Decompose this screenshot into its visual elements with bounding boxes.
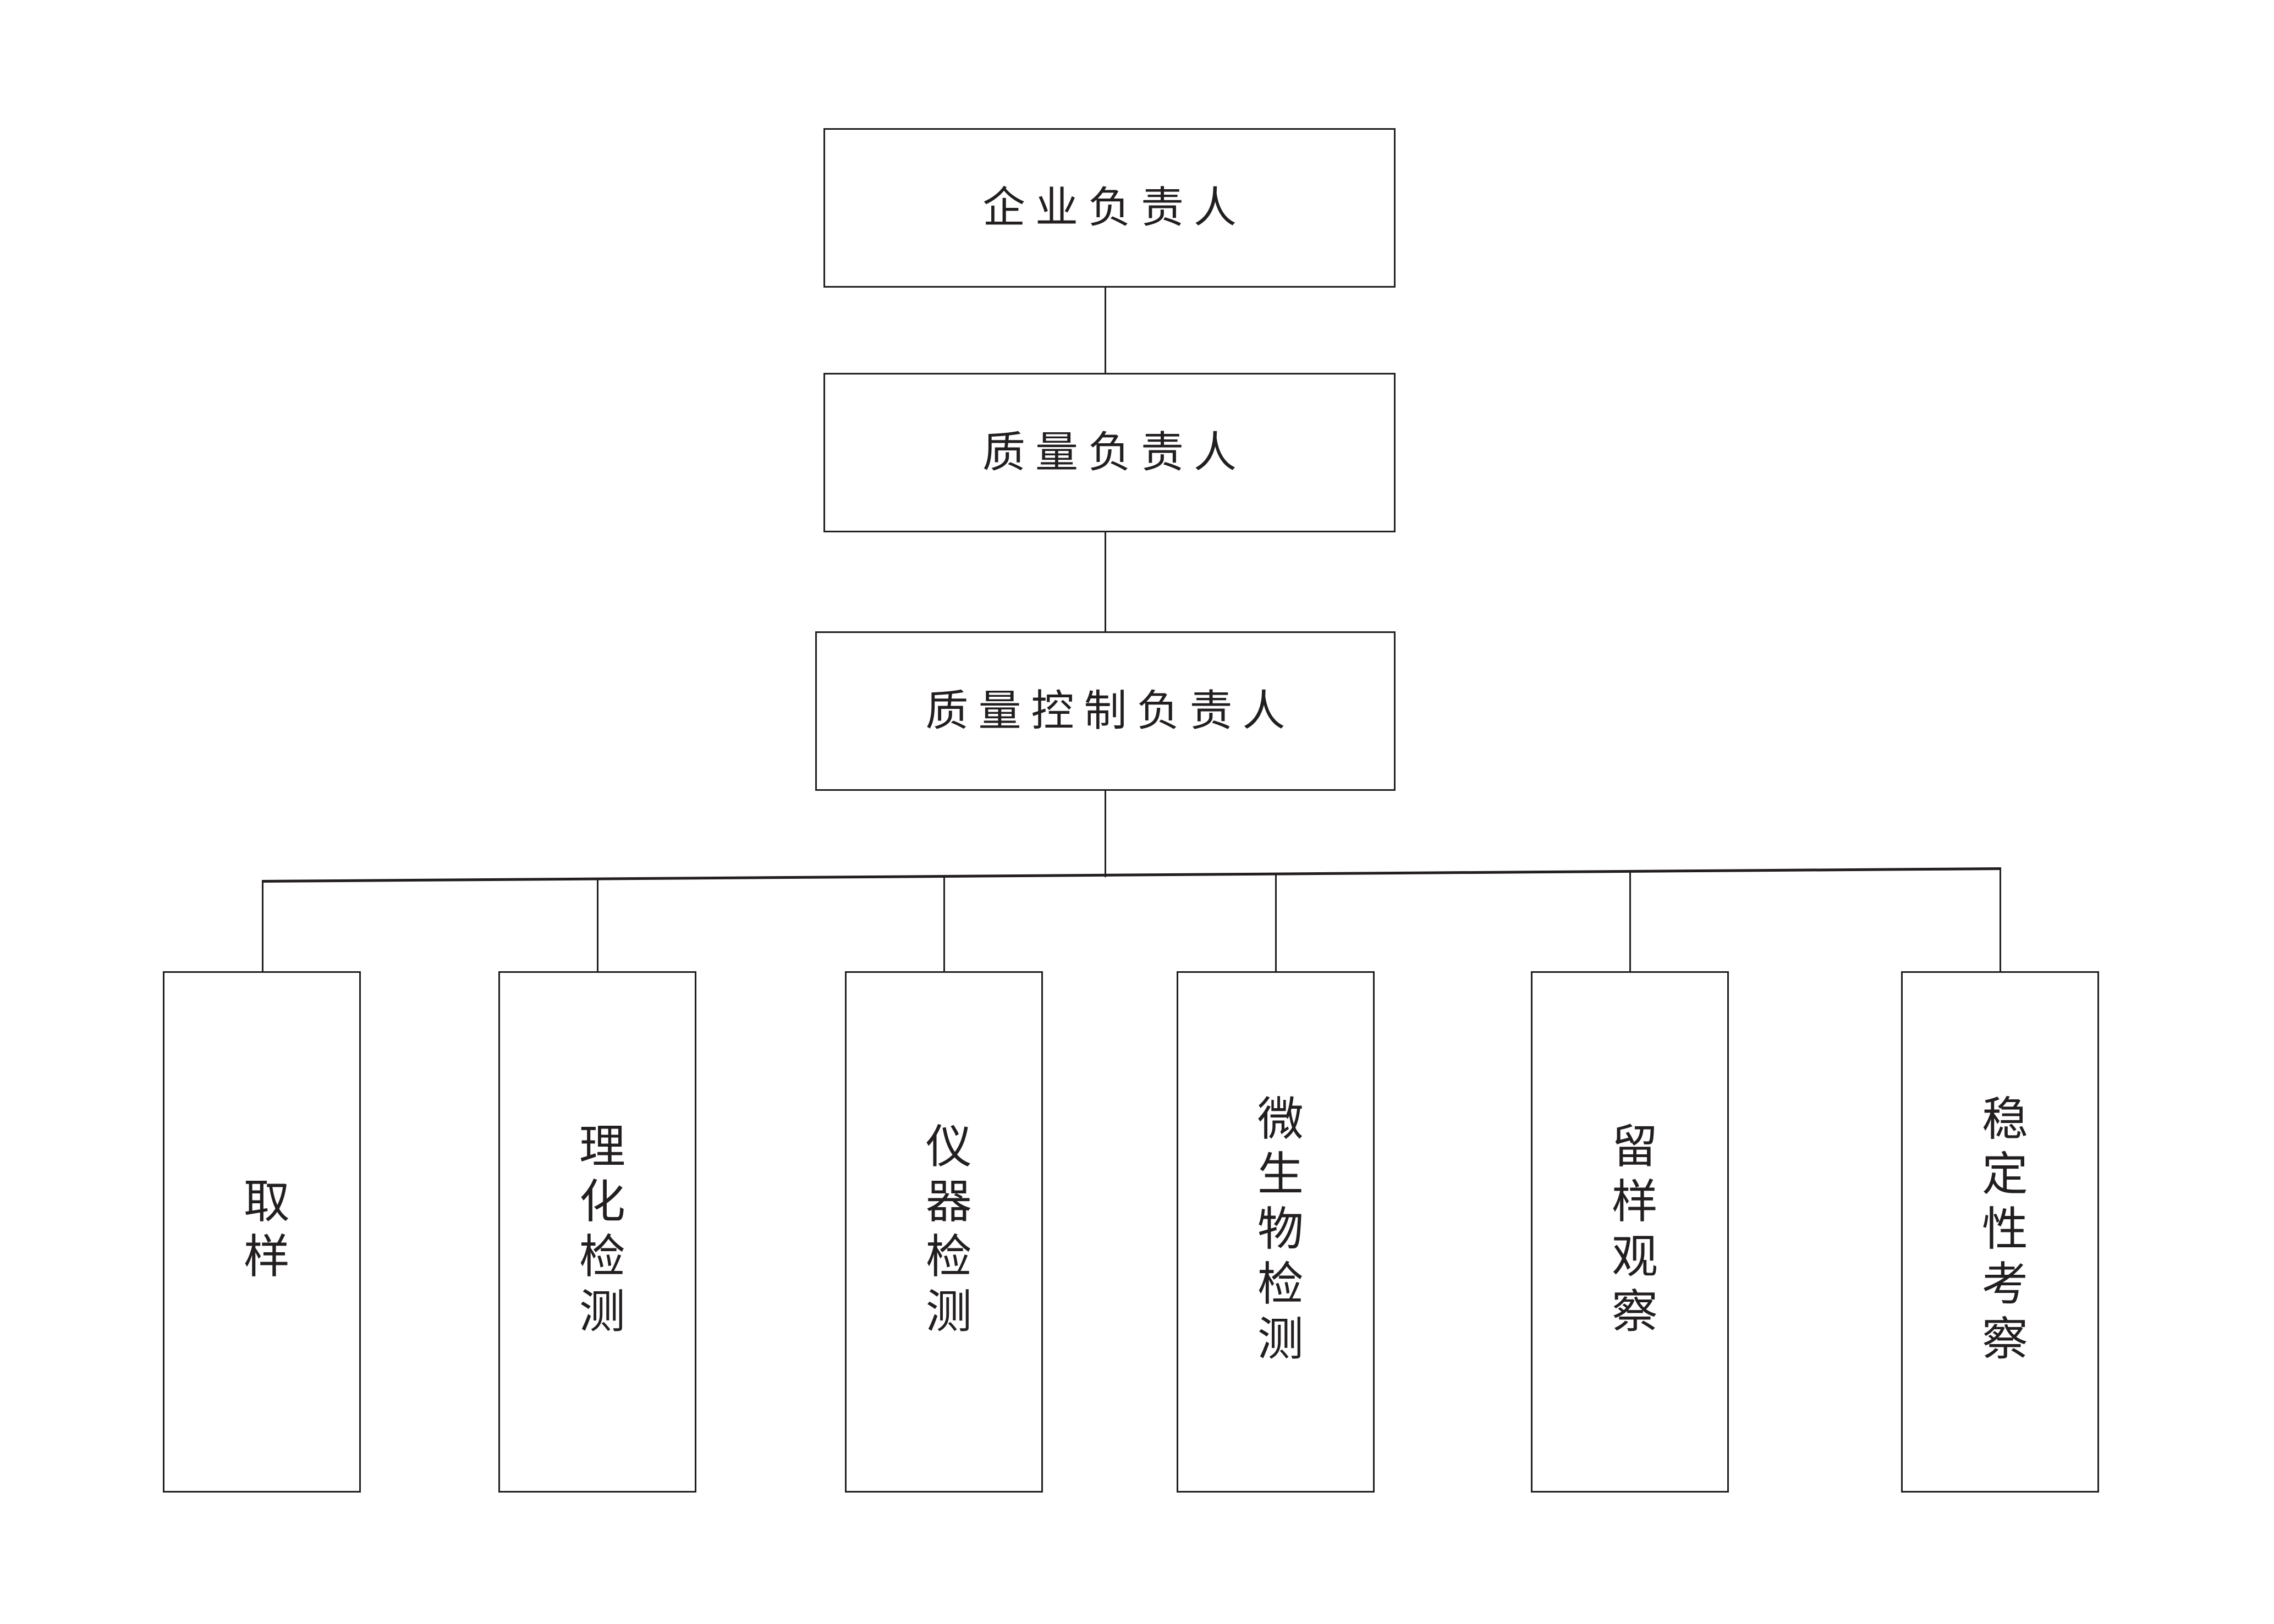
node-microbial-testing[interactable]: 微生物检测 — [1177, 971, 1375, 1493]
connector-drop-retained-sample — [1629, 870, 1631, 972]
node-sampling[interactable]: 取样 — [163, 971, 361, 1493]
node-stability-study-label: 稳定性考察 — [1975, 1094, 2026, 1369]
connector-drop-sampling — [262, 880, 263, 972]
node-quality-manager[interactable]: 质量负责人 — [823, 373, 1396, 532]
node-stability-study[interactable]: 稳定性考察 — [1901, 971, 2099, 1493]
node-retained-sample-label: 留样观察 — [1605, 1122, 1656, 1342]
node-instrument-testing-label: 仪器检测 — [919, 1122, 970, 1342]
node-physchem-testing[interactable]: 理化检测 — [498, 971, 696, 1493]
distribution-bar — [261, 867, 2002, 883]
node-qc-manager[interactable]: 质量控制负责人 — [815, 631, 1396, 791]
connector-quality-to-qc — [1105, 532, 1106, 632]
connector-drop-instrument-testing — [943, 875, 945, 972]
node-enterprise-manager[interactable]: 企业负责人 — [823, 128, 1396, 288]
node-instrument-testing[interactable]: 仪器检测 — [845, 971, 1043, 1493]
connector-qc-to-distribution-bar — [1105, 791, 1106, 877]
connector-drop-microbial-testing — [1275, 873, 1277, 972]
node-qc-manager-label: 质量控制负责人 — [925, 687, 1295, 735]
node-physchem-testing-label: 理化检测 — [572, 1122, 624, 1342]
node-sampling-label: 取样 — [237, 1177, 288, 1287]
node-quality-manager-label: 质量负责人 — [982, 428, 1246, 476]
connector-drop-physchem-testing — [597, 878, 598, 972]
node-retained-sample[interactable]: 留样观察 — [1531, 971, 1729, 1493]
connector-enterprise-to-quality — [1105, 288, 1106, 374]
connector-drop-stability-study — [2000, 867, 2001, 972]
node-microbial-testing-label: 微生物检测 — [1250, 1094, 1302, 1369]
node-enterprise-manager-label: 企业负责人 — [982, 184, 1246, 232]
